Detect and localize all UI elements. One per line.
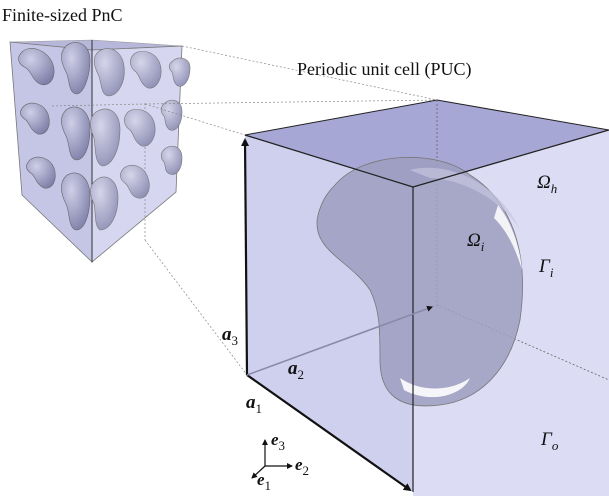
label-a2: a2 [288, 358, 304, 382]
label-omega-h: Ωh [537, 172, 558, 196]
finite-pnc-cube [9, 39, 191, 263]
caption-puc: Periodic unit cell (PUC) [297, 59, 472, 79]
projection-lines [144, 45, 438, 376]
coordinate-triad [251, 439, 293, 479]
puc-cube [241, 99, 609, 496]
label-omega-i: Ωi [467, 230, 485, 254]
a2-arrow [246, 305, 433, 376]
label-e3: e3 [271, 430, 286, 453]
label-e1: e1 [257, 470, 272, 493]
inclusion-omega-i [316, 156, 523, 407]
caption-finite-pnc: Finite-sized PnC [2, 5, 123, 25]
label-e2: e2 [295, 455, 310, 478]
pnc-inclusions [18, 42, 91, 231]
label-gamma-o: Γo [541, 429, 559, 453]
a3-arrow [241, 138, 250, 376]
label-gamma-i: Γi [539, 256, 554, 280]
label-a1: a1 [246, 392, 262, 416]
a1-arrow [246, 374, 412, 492]
label-a3: a3 [222, 324, 238, 348]
